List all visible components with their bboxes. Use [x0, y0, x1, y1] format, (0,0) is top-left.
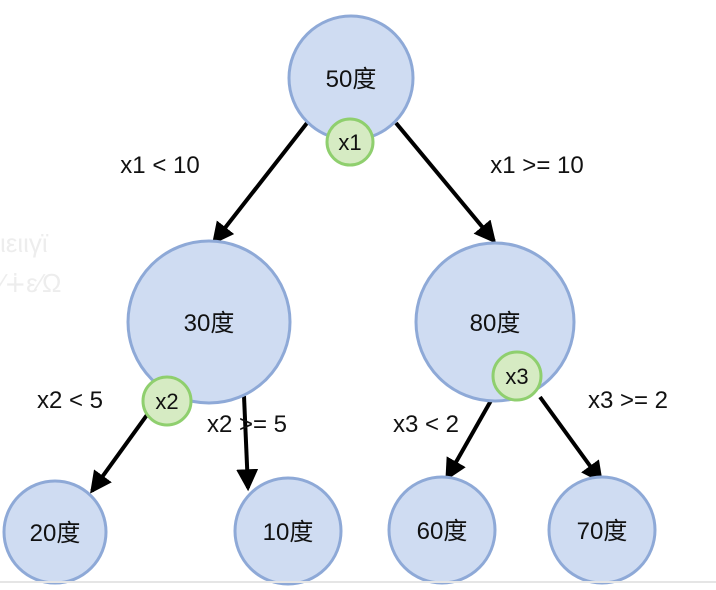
node-left-label: 30度: [184, 310, 235, 337]
node-right-right: 70度: [547, 475, 657, 585]
node-left-right-label: 10度: [263, 519, 314, 546]
node-right-left: 60度: [387, 475, 497, 585]
split-root-label: x1: [338, 130, 361, 155]
split-root: x1: [325, 117, 375, 167]
watermark-mark-1: ιειιγϊ: [0, 228, 49, 258]
node-left-right: 10度: [233, 476, 343, 586]
edge-root-left: [211, 121, 309, 245]
edge-right-right: [538, 395, 603, 484]
edge-label-right-left: x3 < 2: [393, 411, 459, 438]
node-right-label: 80度: [470, 310, 521, 337]
split-right: x3: [491, 350, 543, 402]
node-left: 30度: [126, 239, 292, 405]
node-left-left-label: 20度: [30, 520, 81, 547]
node-root: 50度: [287, 14, 415, 142]
node-left-left: 20度: [2, 479, 108, 585]
watermark-mark-2: ∕∔ε∕Ω: [0, 268, 62, 298]
node-right-right-label: 70度: [577, 518, 628, 545]
node-right-left-label: 60度: [417, 518, 468, 545]
edge-root-right: [394, 121, 497, 244]
split-left-label: x2: [155, 389, 178, 414]
edge-label-root-left: x1 < 10: [120, 152, 199, 179]
edge-label-right-right: x3 >= 2: [588, 387, 668, 414]
edge-label-left-right: x2 >= 5: [207, 411, 287, 438]
split-right-label: x3: [505, 364, 528, 389]
node-root-label: 50度: [326, 66, 377, 93]
edge-left-right: [236, 395, 259, 492]
edge-label-left-left: x2 < 5: [37, 387, 103, 414]
edge-left-left: [90, 406, 154, 494]
split-left: x2: [141, 375, 193, 427]
edge-label-root-right: x1 >= 10: [490, 152, 583, 179]
edge-right-left: [445, 396, 495, 481]
